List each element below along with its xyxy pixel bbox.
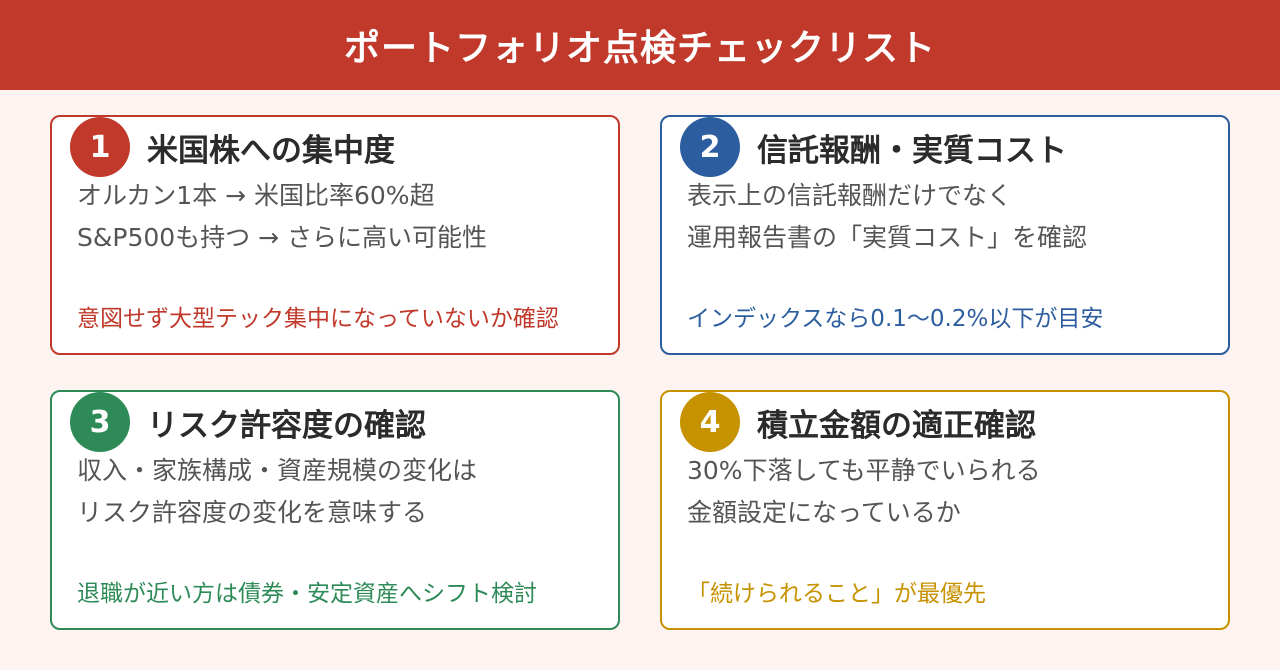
card-note: 退職が近い方は債券・安定資産へシフト検討 [77,581,537,607]
checklist-card-contribution: 4 積立金額の適正確認 30%下落しても平静でいられる 金額設定になっているか … [660,390,1230,630]
card-body-line: 表示上の信託報酬だけでなく [687,181,1013,210]
card-title: 積立金額の適正確認 [757,408,1036,444]
page-title: ポートフォリオ点検チェックリスト [343,28,936,69]
card-body-line: オルカン1本 → 米国比率60%超 [77,181,435,210]
checklist-card-cost: 2 信託報酬・実質コスト 表示上の信託報酬だけでなく 運用報告書の「実質コスト」… [660,115,1230,355]
card-note: インデックスなら0.1〜0.2%以下が目安 [687,306,1104,332]
card-body: オルカン1本 → 米国比率60%超 S&P500も持つ → さらに高い可能性 [77,175,487,259]
page-header: ポートフォリオ点検チェックリスト [0,0,1280,90]
card-note: 「続けられること」が最優先 [687,581,986,607]
number-badge: 3 [70,392,130,452]
card-body-line: 金額設定になっているか [687,498,961,527]
number-badge: 2 [680,117,740,177]
card-body-line: リスク許容度の変化を意味する [77,498,428,527]
card-title: 米国株への集中度 [147,133,395,169]
checklist-card-concentration: 1 米国株への集中度 オルカン1本 → 米国比率60%超 S&P500も持つ →… [50,115,620,355]
card-body: 収入・家族構成・資産規模の変化は リスク許容度の変化を意味する [77,450,477,534]
card-body-line: 運用報告書の「実質コスト」を確認 [687,223,1088,252]
card-body: 30%下落しても平静でいられる 金額設定になっているか [687,450,1041,534]
card-title: 信託報酬・実質コスト [757,133,1067,169]
card-body: 表示上の信託報酬だけでなく 運用報告書の「実質コスト」を確認 [687,175,1087,259]
checklist-card-risk-tolerance: 3 リスク許容度の確認 収入・家族構成・資産規模の変化は リスク許容度の変化を意… [50,390,620,630]
card-title: リスク許容度の確認 [147,408,426,444]
card-body-line: 30%下落しても平静でいられる [687,456,1041,485]
number-badge: 1 [70,117,130,177]
card-body-line: S&P500も持つ → さらに高い可能性 [77,223,487,252]
card-body-line: 収入・家族構成・資産規模の変化は [77,456,478,485]
number-badge: 4 [680,392,740,452]
card-note: 意図せず大型テック集中になっていないか確認 [77,306,559,332]
